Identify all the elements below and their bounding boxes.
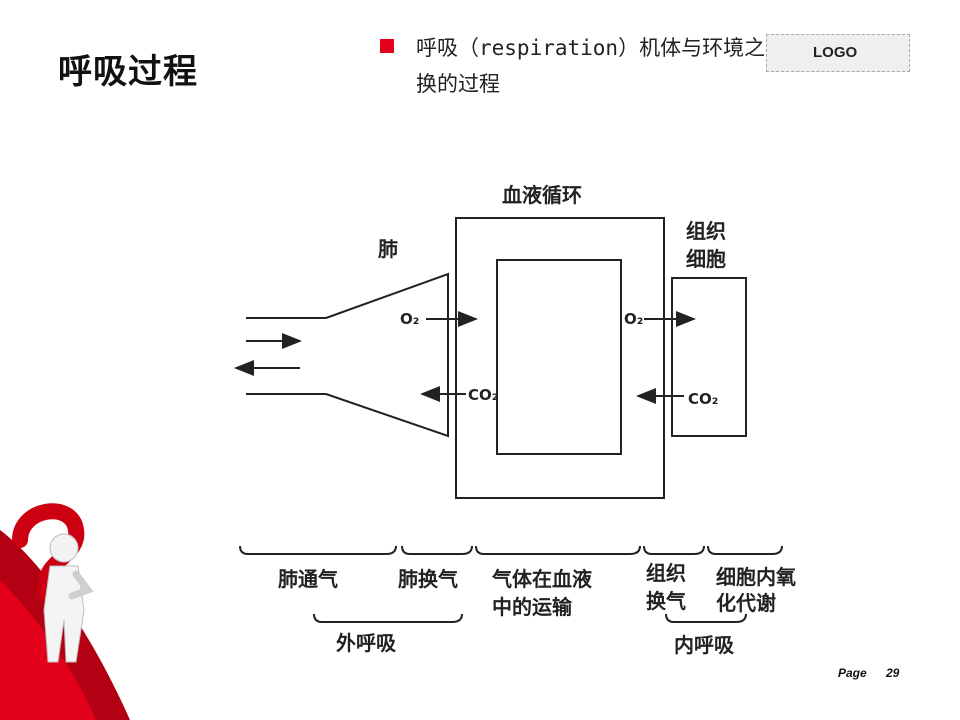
tissue-label-line2: 细胞 [686, 247, 726, 271]
figure-head [49, 533, 79, 563]
stage-pulmonary-ventilation: 肺通气 [278, 567, 338, 591]
circulation-inner-box [496, 259, 622, 455]
stage-cellular-metabolism-line2: 化代谢 [716, 591, 776, 615]
brace-blood-transport [475, 545, 641, 555]
page-label: Page [838, 666, 867, 680]
page-number: 29 [886, 666, 900, 680]
brace-pulmonary-exchange [401, 545, 473, 555]
circulation-label: 血液循环 [502, 183, 582, 207]
brace-tissue-exchange [643, 545, 705, 555]
circulation-outer-box [455, 217, 665, 499]
lung-funnel [325, 272, 449, 438]
co2-right-label: CO₂ [688, 390, 718, 408]
brace-pulmonary-ventilation [239, 545, 397, 555]
tissue-label-line1: 组织 [686, 219, 726, 243]
brace-external-respiration [313, 613, 463, 623]
lung-label: 肺 [378, 237, 398, 261]
stage-tissue-exchange-line1: 组织 [646, 561, 686, 585]
o2-right-label: O₂ [624, 310, 643, 328]
stage-tissue-exchange-line2: 换气 [646, 589, 686, 613]
stage-pulmonary-exchange: 肺换气 [398, 567, 458, 591]
logo: LOGO [766, 34, 910, 72]
o2-left-label: O₂ [400, 310, 419, 328]
tissue-cell-box [671, 277, 747, 437]
stage-blood-transport-line2: 中的运输 [492, 595, 573, 619]
co2-left-label: CO₂ [468, 386, 498, 404]
group-external-respiration: 外呼吸 [336, 631, 397, 655]
respiration-diagram: 血液循环 肺 组织 细胞 O₂ CO₂ O₂ CO₂ 肺通气 肺换气 气体在血液… [234, 183, 796, 657]
group-internal-respiration: 内呼吸 [674, 633, 735, 657]
figure-body [43, 565, 85, 663]
bullet-square-icon [380, 39, 394, 53]
stage-blood-transport-line1: 气体在血液 [491, 567, 593, 591]
brace-internal-respiration [665, 613, 747, 623]
question-mark-figure-icon [0, 503, 130, 720]
logo-text: LOGO [813, 44, 858, 61]
figure-arm [68, 570, 94, 600]
stage-cellular-metabolism-line1: 细胞内氧 [716, 565, 796, 589]
brace-cellular-metabolism [707, 545, 783, 555]
slide-title: 呼吸过程 [58, 52, 198, 92]
